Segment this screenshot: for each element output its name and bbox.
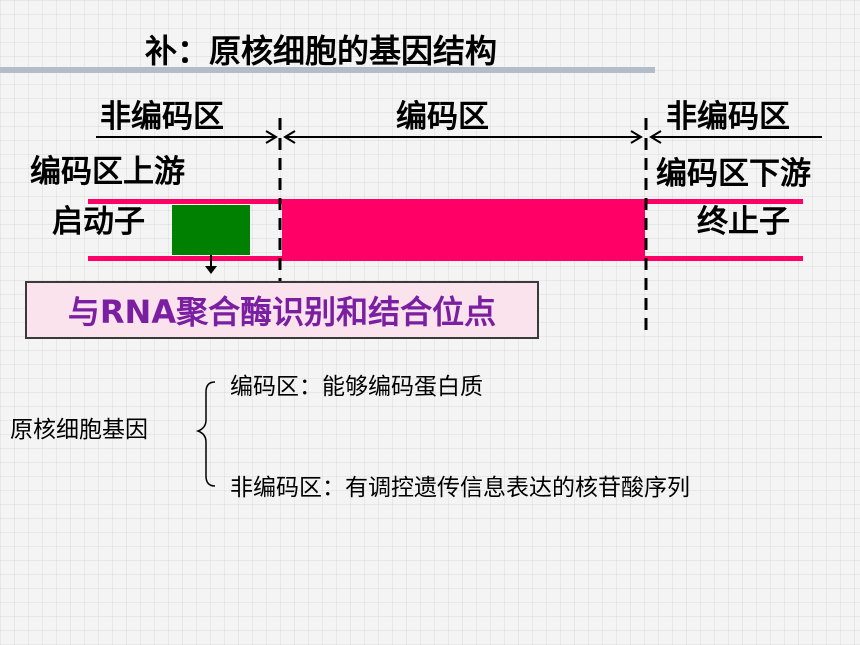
- title-rule: [0, 67, 655, 73]
- slide-title: 补：原核细胞的基因结构: [145, 32, 498, 70]
- promoter-block: [172, 205, 250, 255]
- terminator-label: 终止子: [697, 204, 790, 240]
- middle-region-arrow-head-right: [630, 130, 643, 144]
- upstream-label: 编码区上游: [30, 154, 185, 190]
- rna-polymerase-binding-callout: 与RNA聚合酶识别和结合位点: [25, 281, 539, 339]
- middle-region-arrow-head-left: [283, 130, 296, 144]
- summary-root-label: 原核细胞基因: [10, 417, 148, 443]
- promoter-label: 启动子: [52, 204, 145, 240]
- summary-coding-item: 编码区：能够编码蛋白质: [230, 374, 483, 400]
- right-noncoding-label: 非编码区: [666, 99, 790, 135]
- coding-region-block: [282, 199, 645, 261]
- right-region-arrow-head: [649, 130, 662, 144]
- promoter-arrow-head: [205, 266, 217, 274]
- summary-noncoding-item: 非编码区：有调控遗传信息表达的核苷酸序列: [230, 475, 690, 501]
- left-region-arrow-head: [265, 130, 278, 144]
- coding-region-label: 编码区: [396, 99, 489, 135]
- left-noncoding-label: 非编码区: [100, 99, 224, 135]
- downstream-label: 编码区下游: [656, 156, 811, 192]
- summary-brace: [195, 381, 216, 487]
